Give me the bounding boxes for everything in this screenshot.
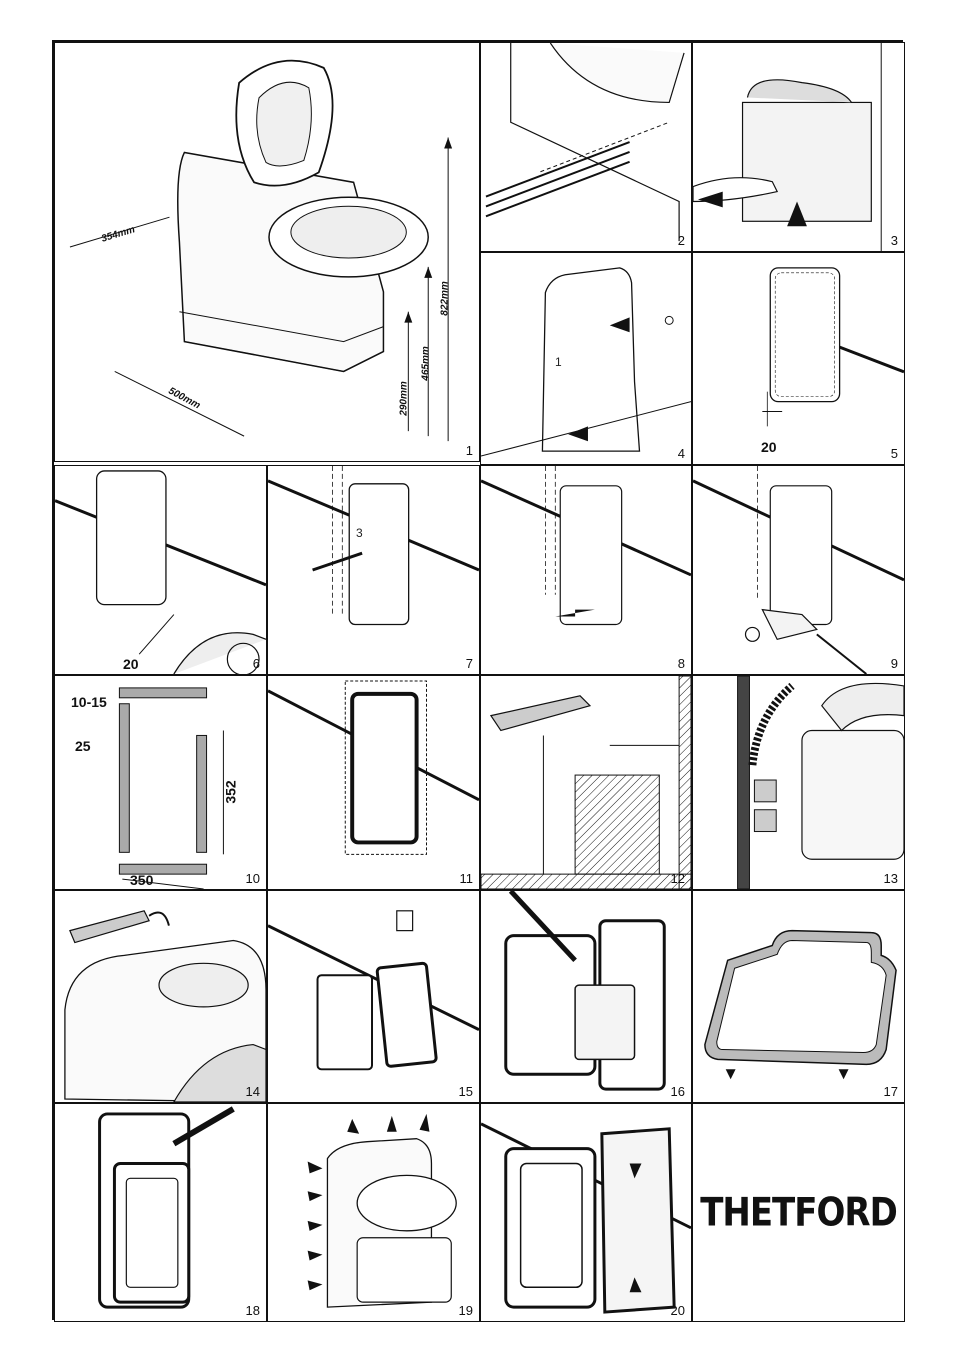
panel-number: 3 (890, 233, 898, 248)
panel-19: 19 (267, 1103, 480, 1322)
cassette-bracket-drawing (64, 910, 266, 1102)
panel-number: 17 (883, 1084, 898, 1099)
part-label: 3 (356, 526, 363, 540)
dim-465mm: 465mm (420, 346, 432, 381)
rear-mounting-drawing (485, 43, 685, 242)
dim-290mm: 290mm (398, 381, 410, 416)
panel-8: 8 (480, 465, 692, 675)
panel-2: 2 (480, 42, 692, 252)
frame-installed-drawing (268, 680, 479, 855)
panel-number: 7 (465, 656, 473, 671)
panel-18: 18 (54, 1103, 267, 1322)
toilet-sealing-points-drawing (307, 1113, 457, 1308)
panel-number: 20 (670, 1303, 685, 1318)
panel-10: 10-15 25 352 350 10 (54, 675, 267, 890)
panel-number: 13 (883, 871, 898, 886)
panel-6: 20 6 (54, 465, 267, 675)
panel-number: 14 (245, 1084, 260, 1099)
panel-9: 9 (692, 465, 905, 675)
panel-number: 11 (459, 871, 474, 886)
logo-text: THETFORD (700, 1189, 898, 1236)
panel-number: 4 (677, 446, 685, 461)
panel-20: 20 (480, 1103, 692, 1322)
frame-sealant-drawing (98, 1106, 235, 1309)
panel-number: 10 (245, 871, 260, 886)
panel-number: 5 (890, 446, 898, 461)
door-seal-drawing (504, 891, 666, 1091)
panel-number: 16 (670, 1084, 685, 1099)
thetford-logo: THETFORD (693, 1104, 904, 1321)
frame-strips-drawing (118, 687, 224, 889)
dim-352: 352 (222, 780, 239, 804)
panel-number: 19 (458, 1303, 473, 1318)
panel-16: 16 (480, 890, 692, 1103)
panel-number: 12 (670, 871, 685, 886)
sealing-frame-drawing (704, 929, 897, 1080)
panel-number: 2 (677, 233, 685, 248)
dim-822mm: 822mm (439, 281, 451, 316)
wall-template-drawing (55, 470, 266, 674)
panel-5: 20 5 (692, 252, 905, 465)
instruction-sheet: 354mm 500mm 290mm 465mm 822mm 1 2 3 (52, 40, 905, 1322)
panel-number: 18 (245, 1303, 260, 1318)
service-door-parts-drawing (268, 910, 479, 1071)
hose-connection-drawing (737, 676, 904, 889)
part-label: 1 (555, 355, 562, 369)
jigsaw-cut-drawing (693, 466, 904, 674)
dim-10-15: 10-15 (71, 694, 107, 710)
panel-number: 15 (458, 1084, 473, 1099)
dim-25: 25 (75, 738, 91, 754)
service-door-open-drawing (481, 1122, 691, 1314)
template-positioning-drawing (762, 267, 904, 427)
panel-number: 9 (890, 656, 898, 671)
panel-14: 14 (54, 890, 267, 1103)
bracket-mounting-drawing (481, 676, 691, 889)
panel-12: 12 (480, 675, 692, 890)
panel-11: 11 (267, 675, 480, 890)
panel-1: 354mm 500mm 290mm 465mm 822mm 1 (54, 42, 480, 462)
toilet-dimensions-drawing (69, 59, 453, 442)
drill-template-drawing (268, 466, 479, 626)
cassette-removal-drawing (693, 43, 882, 251)
dim-20: 20 (761, 439, 777, 455)
dim-20: 20 (123, 656, 139, 672)
brand-panel: THETFORD (692, 1103, 905, 1322)
panel-17: 17 (692, 890, 905, 1103)
cutout-marking-drawing (481, 466, 691, 626)
side-panel-screw-drawing (481, 267, 691, 457)
panel-4: 1 4 (480, 252, 692, 465)
panel-7: 3 7 (267, 465, 480, 675)
panel-15: 15 (267, 890, 480, 1103)
panel-number: 6 (252, 656, 260, 671)
panel-number: 1 (465, 443, 473, 458)
panel-13: 13 (692, 675, 905, 890)
panel-3: 3 (692, 42, 905, 252)
dim-350: 350 (130, 872, 154, 888)
panel-number: 8 (677, 656, 685, 671)
